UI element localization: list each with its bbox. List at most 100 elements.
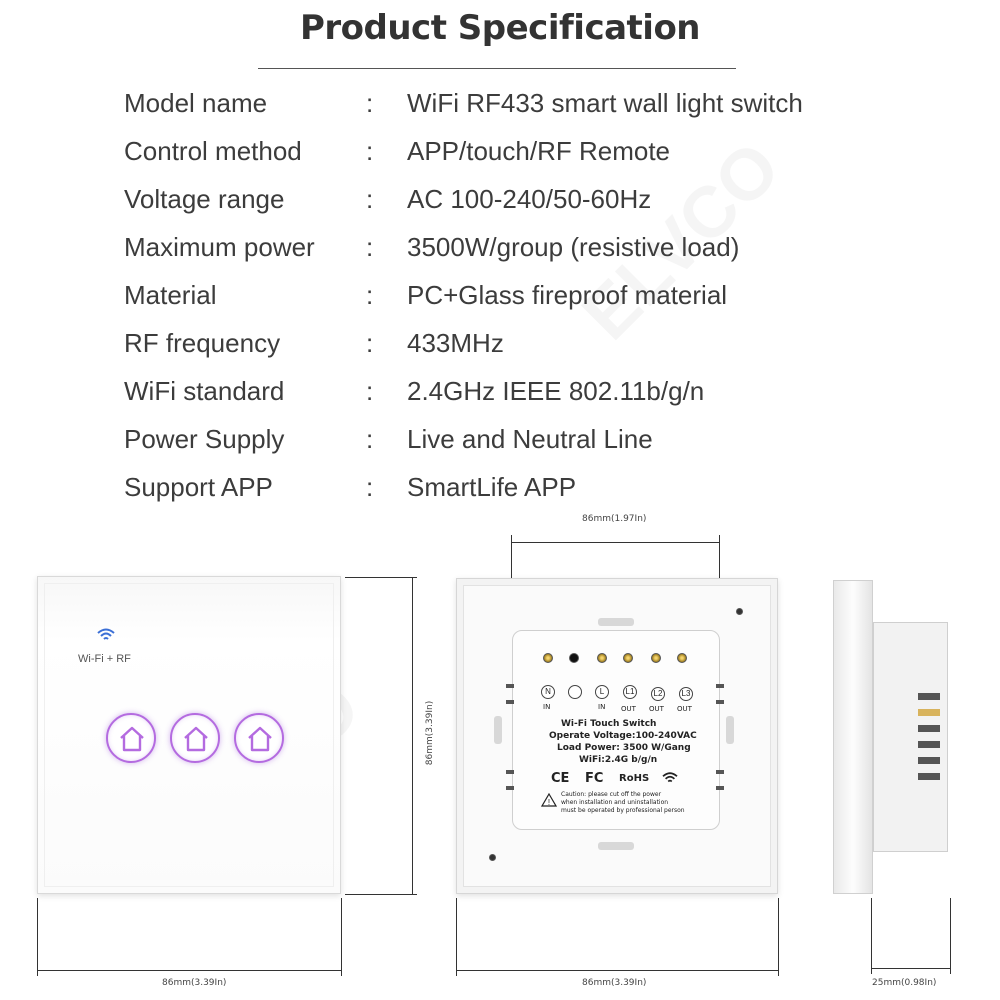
terminal-label: IN [543, 703, 551, 711]
dimension-line [345, 894, 417, 895]
module-voltage: Operate Voltage:100-240VAC [549, 731, 697, 741]
home-icon [184, 726, 208, 752]
vent-slot [918, 709, 940, 716]
mount-slot [494, 716, 502, 744]
terminal-screw [677, 653, 687, 663]
spec-separator: : [366, 136, 374, 166]
spec-row: RF frequency : 433MHz [124, 324, 884, 372]
dimension-line [950, 898, 951, 974]
dimension-line [778, 898, 779, 976]
terminal-screw [651, 653, 661, 663]
spec-separator: : [366, 424, 374, 454]
spec-row: Maximum power : 3500W/group (resistive l… [124, 228, 884, 276]
vent-slot [918, 693, 940, 700]
terminal-screw [569, 653, 579, 663]
touch-button-2[interactable] [170, 713, 220, 763]
spec-table: Model name : WiFi RF433 smart wall light… [124, 84, 884, 516]
spec-row: Power Supply : Live and Neutral Line [124, 420, 884, 468]
spec-value: SmartLife APP [407, 472, 577, 502]
page-title: Product Specification [299, 8, 701, 48]
spec-separator: : [366, 280, 374, 310]
dimension-line [37, 970, 341, 971]
spec-value: 2.4GHz IEEE 802.11b/g/n [407, 376, 705, 406]
dimension-line [871, 968, 950, 969]
mount-slot [726, 716, 734, 744]
spec-value: 433MHz [407, 328, 504, 358]
side-depth-dimension: 25mm(0.98In) [872, 978, 937, 988]
module-width-dimension: 86mm(1.97In) [582, 514, 647, 524]
caution-line: Caution: please cut off the power [561, 791, 662, 798]
spec-value: AC 100-240/50-60Hz [407, 184, 652, 214]
terminal-l1: L1 [623, 685, 637, 699]
vent-slot [716, 770, 724, 774]
front-height-dimension: 86mm(3.39In) [425, 700, 436, 766]
caution-line: when installation and uninstallation [561, 799, 669, 806]
spec-separator: : [366, 472, 374, 502]
mount-slot [598, 842, 634, 850]
rohs-mark: RoHS [619, 773, 650, 784]
vent-slot [716, 684, 724, 688]
side-view-plate [833, 580, 873, 894]
vent-slot [918, 741, 940, 748]
spec-separator: : [366, 232, 374, 262]
terminal-blank [568, 685, 582, 699]
glass-panel [44, 583, 334, 887]
spec-value: PC+Glass fireproof material [407, 280, 728, 310]
terminal-l: L [595, 685, 609, 699]
terminal-l2: L2 [651, 687, 665, 701]
terminal-screw [597, 653, 607, 663]
spec-value: 3500W/group (resistive load) [407, 232, 740, 262]
spec-key: Voltage range [124, 184, 285, 214]
vent-slot [506, 786, 514, 790]
terminal-label: OUT [649, 705, 664, 713]
caution-line: must be operated by professional person [561, 807, 685, 814]
terminal-l3: L3 [679, 687, 693, 701]
svg-text:!: ! [548, 798, 550, 807]
spec-row: Control method : APP/touch/RF Remote [124, 132, 884, 180]
spec-separator: : [366, 376, 374, 406]
dimension-line [412, 577, 413, 895]
terminal-screw [623, 653, 633, 663]
dimension-line [37, 898, 38, 976]
screw-hole [736, 608, 743, 615]
spec-row: Model name : WiFi RF433 smart wall light… [124, 84, 884, 132]
spec-key: WiFi standard [124, 376, 285, 406]
touch-button-3[interactable] [234, 713, 284, 763]
wifi-icon [662, 772, 678, 783]
vent-slot [918, 757, 940, 764]
module-load: Load Power: 3500 W/Gang [557, 743, 691, 753]
spec-value: Live and Neutral Line [407, 424, 653, 454]
title-divider [258, 68, 736, 69]
spec-key: Support APP [124, 472, 273, 502]
fc-mark: FC [585, 771, 604, 786]
spec-key: Control method [124, 136, 302, 166]
touch-button-1[interactable] [106, 713, 156, 763]
spec-separator: : [366, 184, 374, 214]
terminal-label: OUT [677, 705, 692, 713]
spec-key: Material [124, 280, 217, 310]
back-width-dimension: 86mm(3.39In) [582, 978, 647, 988]
spec-key: Model name [124, 88, 268, 118]
home-icon [248, 726, 272, 752]
vent-slot [716, 786, 724, 790]
spec-separator: : [366, 88, 374, 118]
spec-value: WiFi RF433 smart wall light switch [407, 88, 803, 118]
mount-slot [598, 618, 634, 626]
home-icon [120, 726, 144, 752]
module-wifi: WiFi:2.4G b/g/n [579, 755, 658, 765]
side-view-body [873, 622, 948, 852]
spec-separator: : [366, 328, 374, 358]
spec-key: RF frequency [124, 328, 281, 358]
spec-row: Material : PC+Glass fireproof material [124, 276, 884, 324]
wifi-rf-label: Wi-Fi + RF [78, 653, 131, 665]
wifi-icon [97, 628, 115, 640]
vent-slot [716, 700, 724, 704]
spec-key: Power Supply [124, 424, 285, 454]
dimension-line [511, 542, 719, 543]
module-title: Wi-Fi Touch Switch [561, 719, 657, 729]
vent-slot [918, 773, 940, 780]
ce-mark: CE [551, 771, 570, 786]
switch-front-panel: Wi-Fi + RF [37, 576, 341, 894]
terminal-label: OUT [621, 705, 636, 713]
warning-icon: ! [541, 793, 557, 807]
